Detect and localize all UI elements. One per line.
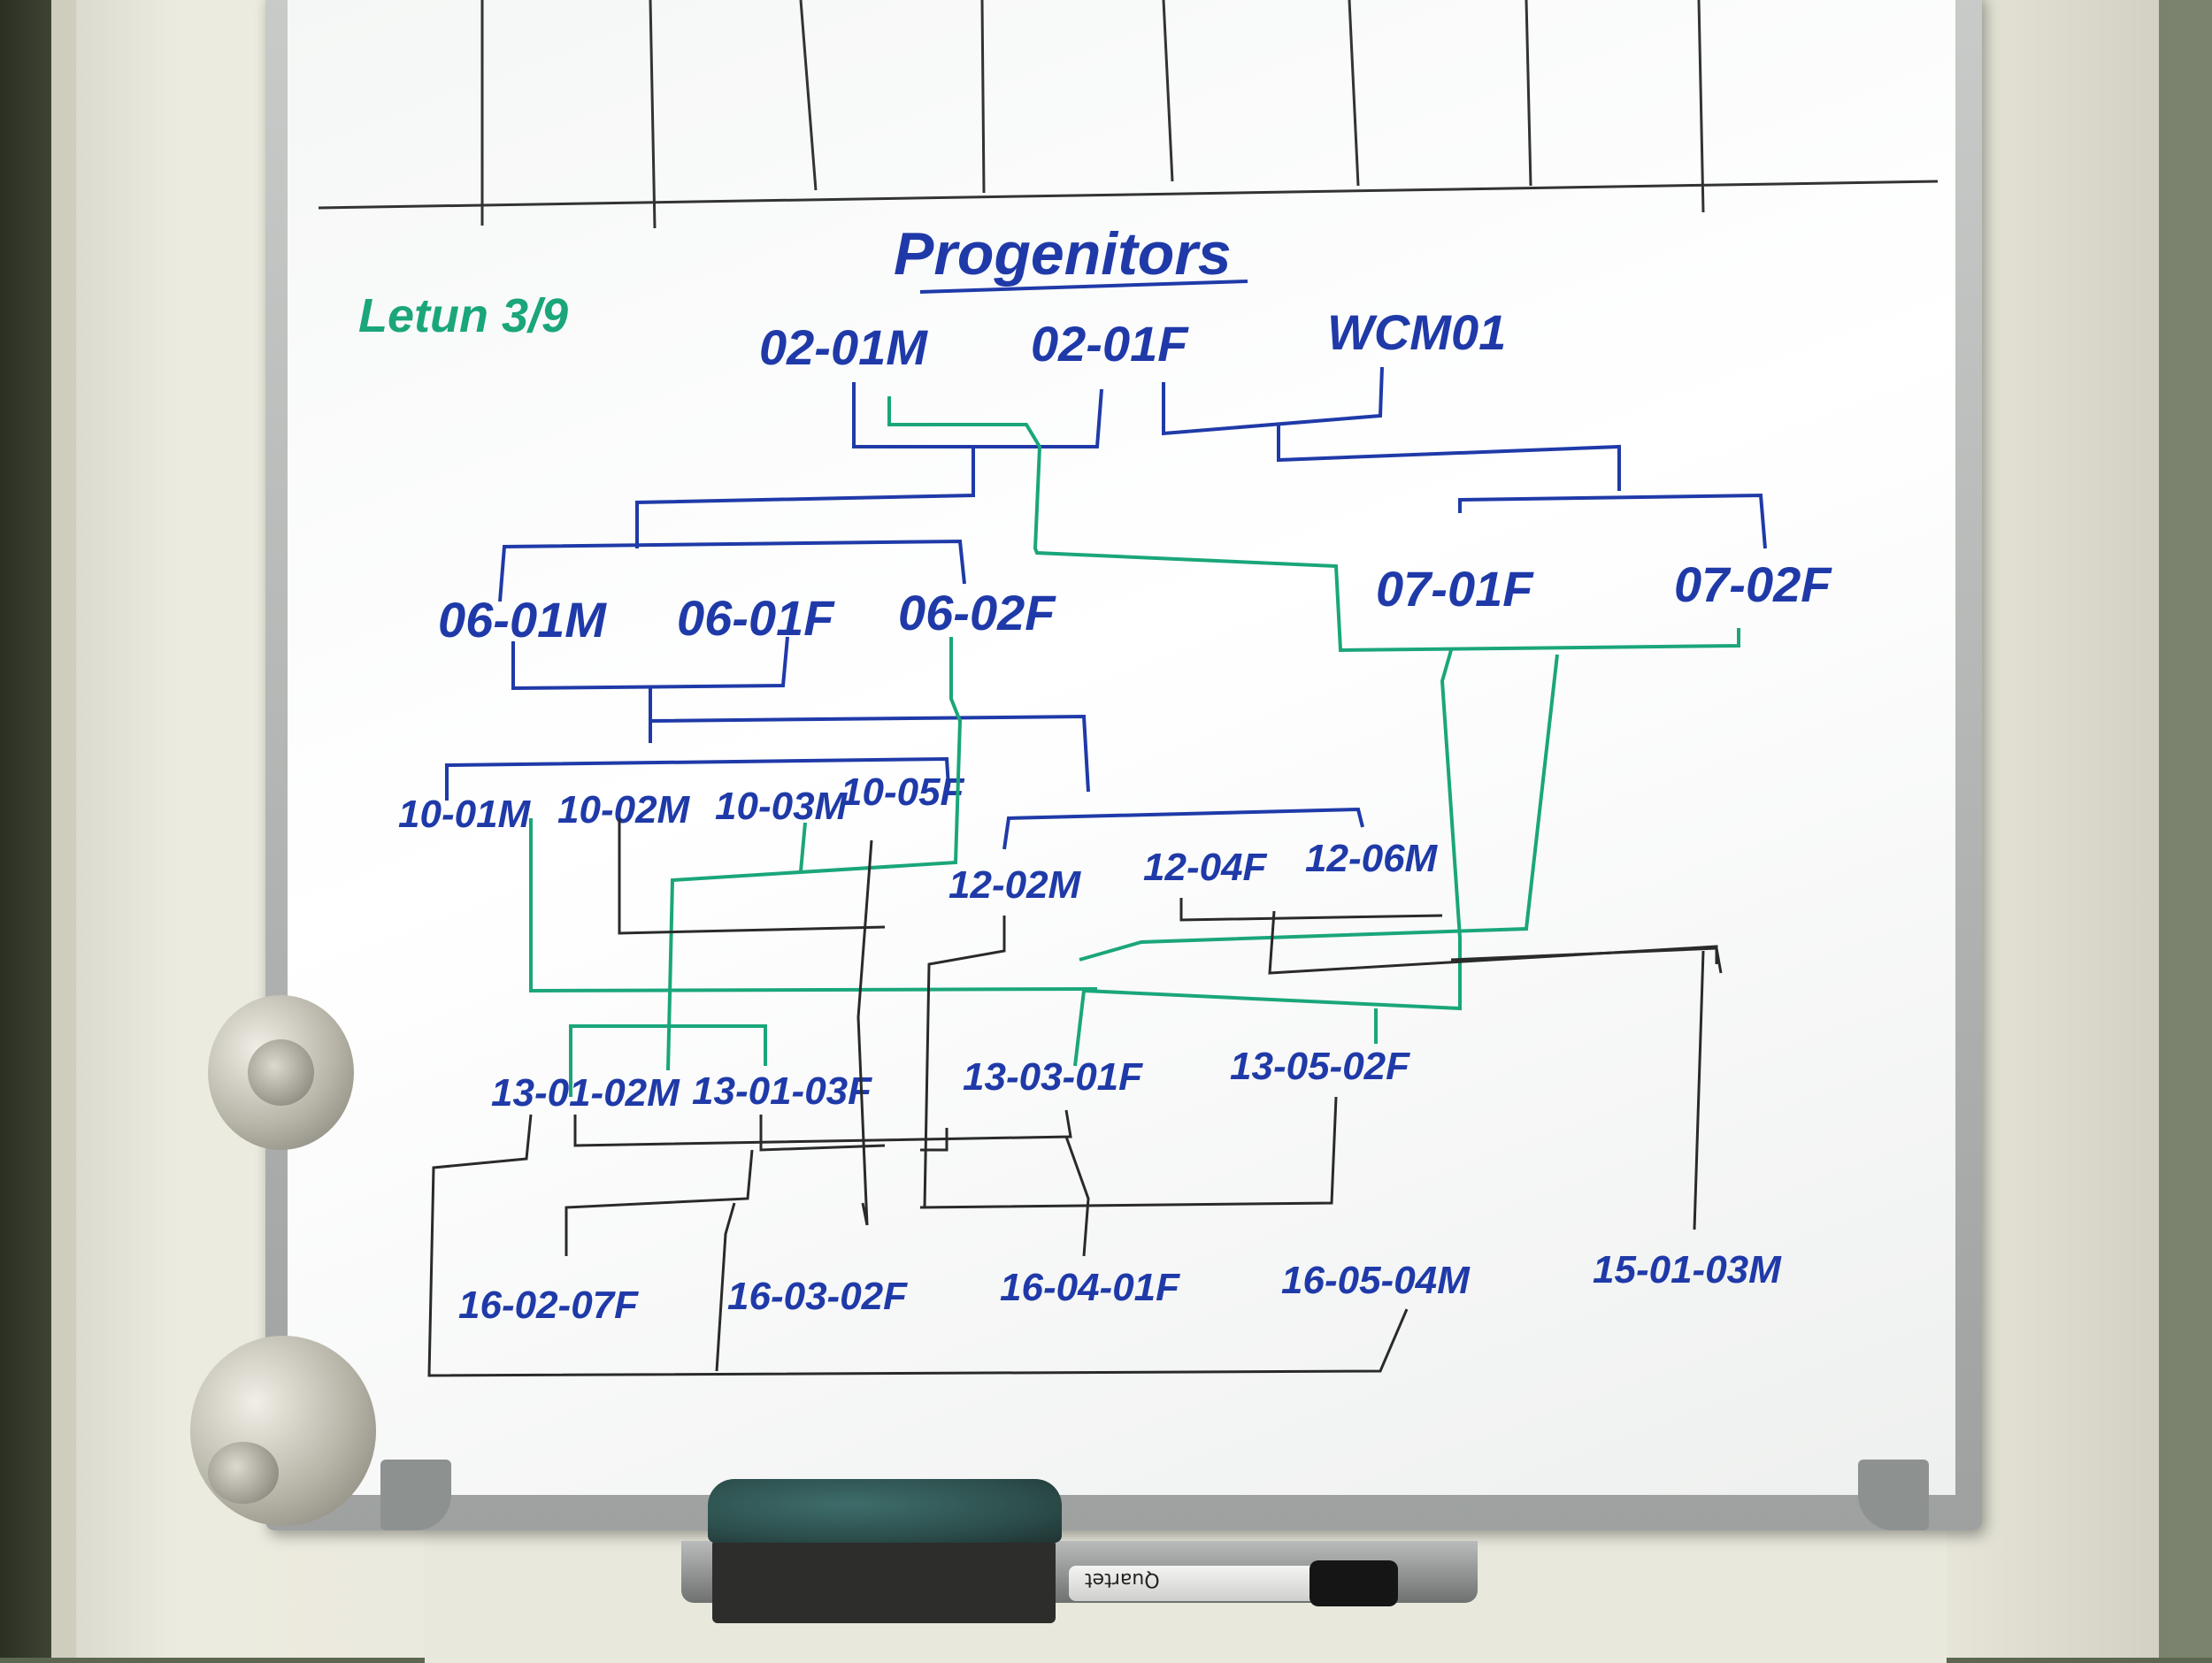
- date-note: Letun 3/9: [358, 289, 568, 342]
- label-07-01F: 07-01F: [1376, 561, 1534, 617]
- label-16-04-01F: 16-04-01F: [1000, 1266, 1180, 1309]
- label-13-01-03F: 13-01-03F: [692, 1069, 872, 1113]
- door-knob[interactable]: [190, 1336, 376, 1526]
- marker-cap[interactable]: [1310, 1560, 1398, 1606]
- label-06-01M: 06-01M: [438, 592, 607, 648]
- knob-keyhole: [208, 1442, 279, 1504]
- deadbolt-lock[interactable]: [208, 995, 354, 1150]
- title-underline: [919, 280, 1248, 294]
- label-16-03-02F: 16-03-02F: [727, 1275, 908, 1318]
- label-16-02-07F: 16-02-07F: [458, 1284, 639, 1327]
- label-10-05F: 10-05F: [841, 770, 965, 814]
- label-12-02M: 12-02M: [949, 863, 1082, 907]
- label-10-02M: 10-02M: [557, 788, 691, 832]
- frame-corner-left: [380, 1460, 451, 1530]
- label-10-03M: 10-03M: [715, 785, 849, 828]
- eraser-base[interactable]: [712, 1539, 1056, 1623]
- grid-lines: [318, 0, 1939, 229]
- label-06-02F: 06-02F: [898, 585, 1056, 640]
- whiteboard-title: Progenitors: [894, 220, 1232, 287]
- label-02-01M: 02-01M: [759, 319, 928, 375]
- label-16-05-04M: 16-05-04M: [1281, 1259, 1471, 1302]
- label-12-06M: 12-06M: [1305, 837, 1439, 880]
- label-13-05-02F: 13-05-02F: [1230, 1045, 1410, 1088]
- blue-lineage-lines: [445, 366, 1767, 850]
- label-07-02F: 07-02F: [1674, 556, 1832, 612]
- label-WCM01: WCM01: [1327, 304, 1506, 360]
- label-10-01M: 10-01M: [398, 793, 532, 836]
- label-15-01-03M: 15-01-03M: [1593, 1248, 1782, 1291]
- door-edge: [51, 0, 76, 1658]
- label-12-04F: 12-04F: [1143, 846, 1268, 889]
- label-13-01-02M: 13-01-02M: [491, 1071, 680, 1115]
- label-13-03-01F: 13-03-01F: [963, 1055, 1143, 1099]
- deadbolt-thumbturn[interactable]: [248, 1039, 314, 1106]
- green-lineage-lines: [529, 396, 1740, 1097]
- label-06-01F: 06-01F: [677, 590, 835, 646]
- black-lineage-lines: [427, 818, 1723, 1377]
- eraser-felt[interactable]: [708, 1479, 1062, 1543]
- label-02-01F: 02-01F: [1031, 316, 1189, 372]
